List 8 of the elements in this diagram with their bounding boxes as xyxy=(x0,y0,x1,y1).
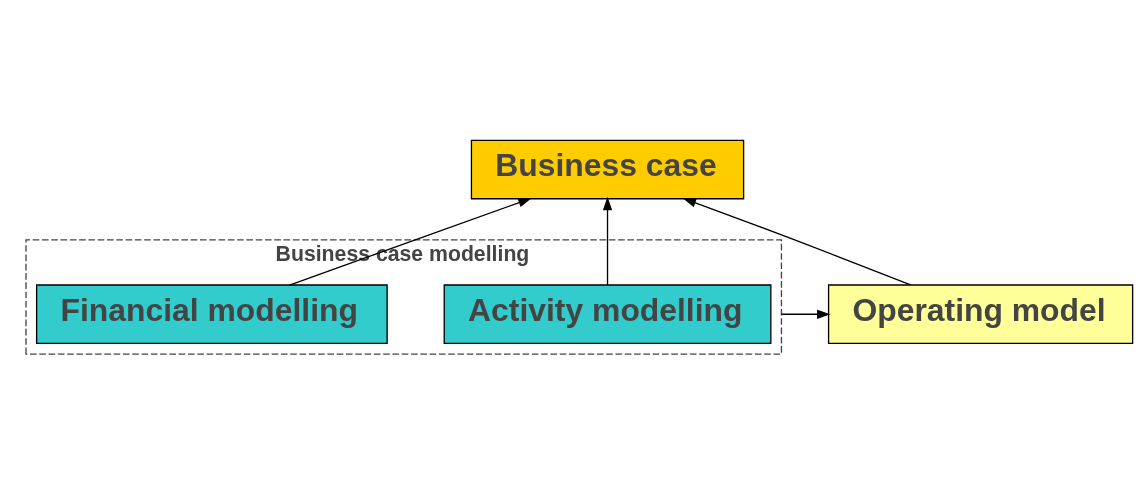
arrow xyxy=(682,197,912,286)
arrow xyxy=(288,197,532,286)
node-box: Financial modelling xyxy=(35,283,388,344)
arrow xyxy=(602,196,613,285)
node-box: Activity modelling xyxy=(443,283,772,344)
node-box: Operating model xyxy=(827,283,1134,344)
arrow xyxy=(780,309,831,319)
node-box: Business case xyxy=(470,139,745,199)
